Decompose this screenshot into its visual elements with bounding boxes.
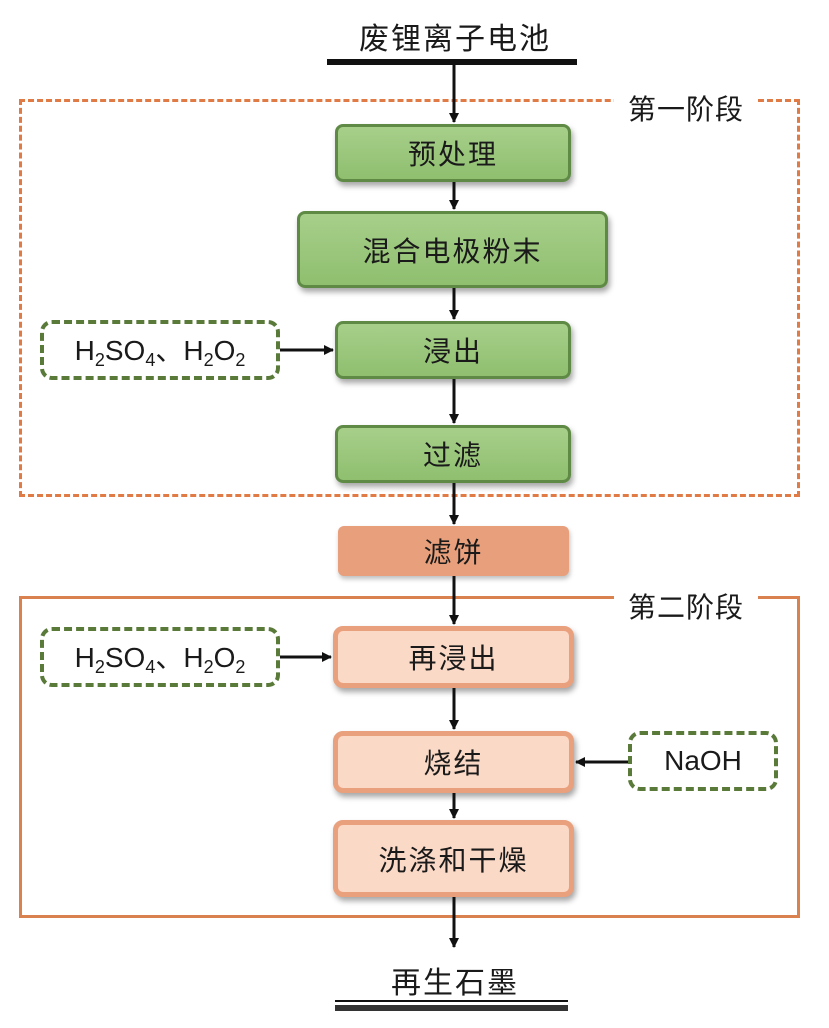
step-leaching-label: 浸出 xyxy=(422,335,483,368)
step-re-leaching: 再浸出 xyxy=(333,626,574,688)
intermediate-filter-cake: 滤饼 xyxy=(338,526,569,576)
reagent-acid-stage2: H2SO4、H2O2 xyxy=(40,627,280,687)
input-bar xyxy=(327,59,577,65)
stage2-container xyxy=(19,596,800,918)
output-bar-thick xyxy=(335,1005,568,1011)
step-pretreatment: 预处理 xyxy=(335,124,571,182)
step-filtration: 过滤 xyxy=(335,425,571,483)
reagent-acid-stage2-label: H2SO4、H2O2 xyxy=(74,642,246,677)
step-re-leaching-label: 再浸出 xyxy=(408,642,499,675)
step-filtration-label: 过滤 xyxy=(422,439,483,472)
reagent-acid-stage1-label: H2SO4、H2O2 xyxy=(74,335,246,370)
input-label: 废锂离子电池 xyxy=(359,22,551,57)
output-label: 再生石墨 xyxy=(391,966,519,1001)
step-washing-drying: 洗涤和干燥 xyxy=(333,820,574,897)
output-bar-thin xyxy=(335,1000,568,1002)
reagent-naoh: NaOH xyxy=(628,731,778,791)
intermediate-filter-cake-label: 滤饼 xyxy=(423,536,484,569)
reagent-naoh-label: NaOH xyxy=(664,745,742,776)
step-sintering: 烧结 xyxy=(333,731,574,793)
step-mixed-electrode-powder: 混合电极粉末 xyxy=(297,211,608,288)
step-pretreatment-label: 预处理 xyxy=(407,138,498,171)
stage1-label: 第一阶段 xyxy=(614,88,759,128)
step-leaching: 浸出 xyxy=(335,321,571,379)
step-washing-drying-label: 洗涤和干燥 xyxy=(378,843,529,877)
reagent-acid-stage1: H2SO4、H2O2 xyxy=(40,320,280,380)
step-sintering-label: 烧结 xyxy=(423,747,484,780)
stage1-container xyxy=(19,99,800,497)
stage2-label: 第二阶段 xyxy=(614,586,759,626)
step-mixed-electrode-powder-label: 混合电极粉末 xyxy=(362,234,543,268)
